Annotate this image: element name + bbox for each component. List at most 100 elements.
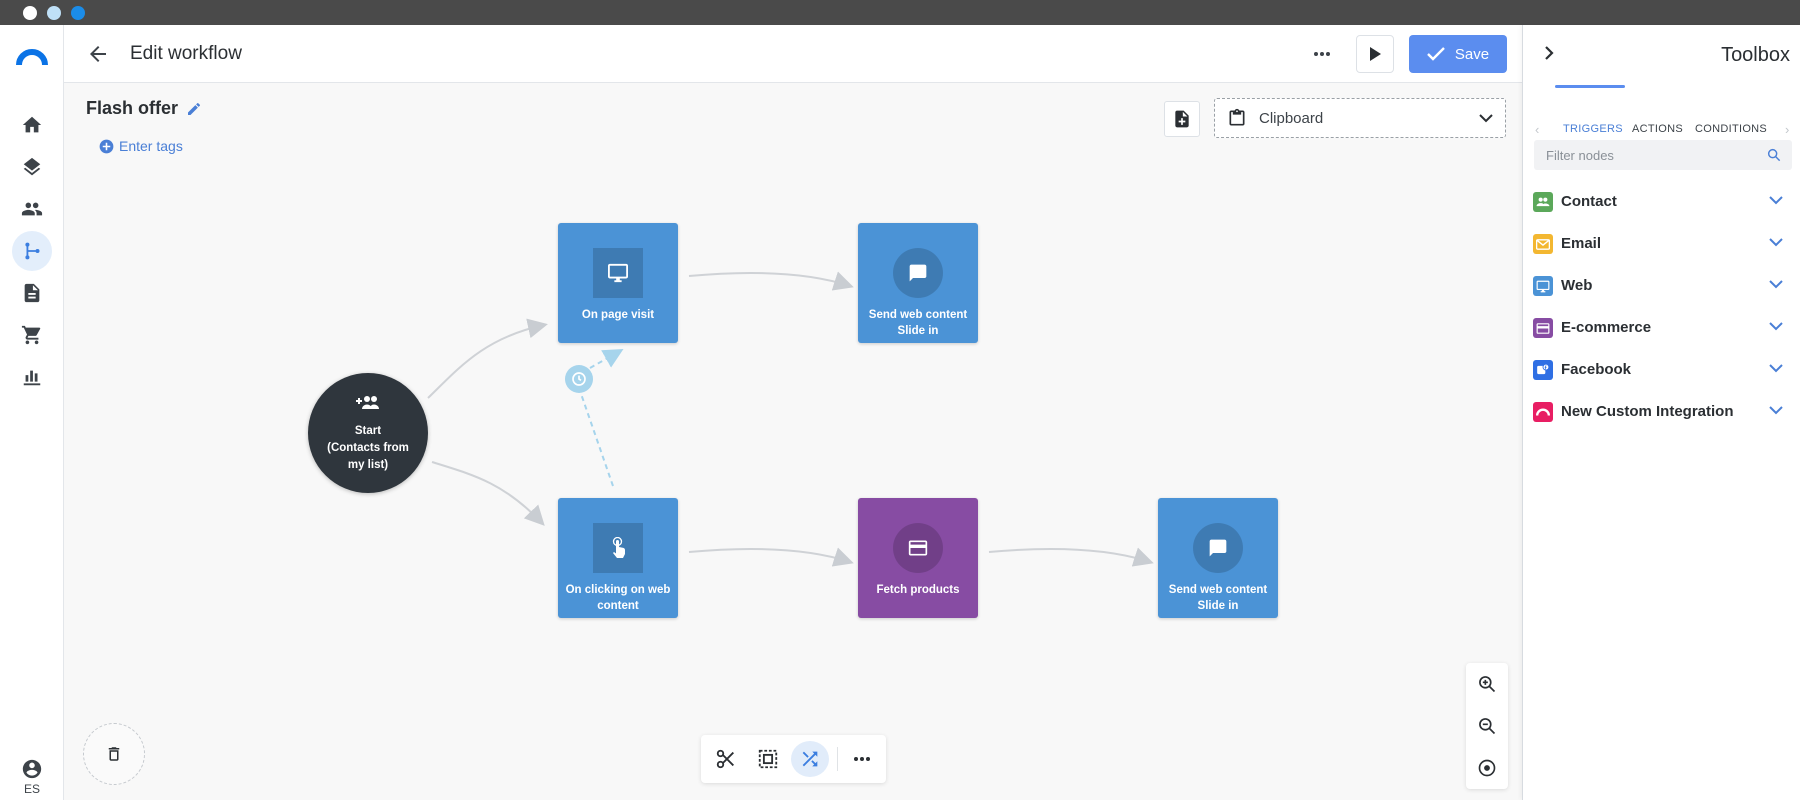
- connector-click-to-fetch: [688, 547, 854, 567]
- top-header: Edit workflow Save: [64, 25, 1522, 83]
- chevron-down-icon: [1769, 406, 1783, 415]
- web-icon: [1533, 276, 1553, 296]
- delay-timer[interactable]: [565, 365, 593, 393]
- category-label: E-commerce: [1561, 319, 1652, 336]
- center-view-button[interactable]: [1466, 747, 1508, 789]
- node-label: Send web content: [868, 309, 968, 321]
- note-add-icon: [1175, 110, 1189, 128]
- category-ecommerce[interactable]: E-commerce: [1523, 307, 1800, 349]
- nav-documents[interactable]: [12, 273, 52, 313]
- workflow-canvas[interactable]: Flash offer Enter tags Clipboard Start (…: [64, 83, 1522, 800]
- app-logo[interactable]: [16, 43, 48, 75]
- home-icon: [22, 116, 42, 133]
- enter-tags-link[interactable]: Enter tags: [99, 138, 183, 154]
- filter-nodes-input[interactable]: [1534, 140, 1754, 170]
- clipboard-dropdown[interactable]: Clipboard: [1214, 98, 1506, 138]
- layers-icon: [23, 157, 41, 176]
- node-on-page-visit[interactable]: On page visit: [558, 223, 678, 343]
- window-titlebar: [0, 0, 1800, 25]
- category-web[interactable]: Web: [1523, 265, 1800, 307]
- nav-reports[interactable]: [12, 357, 52, 397]
- node-icon-box: [593, 523, 643, 573]
- people-icon: [21, 202, 43, 216]
- category-facebook[interactable]: Facebook: [1523, 349, 1800, 391]
- nav-account[interactable]: [12, 749, 52, 789]
- zoom-in-button[interactable]: [1466, 663, 1508, 705]
- tab-triggers[interactable]: TRIGGERS: [1563, 123, 1623, 135]
- workflow-name: Flash offer: [86, 98, 202, 119]
- delete-dropzone[interactable]: [83, 723, 145, 785]
- collapse-panel-button[interactable]: [1537, 41, 1561, 65]
- node-on-clicking-web-content[interactable]: On clicking on web content: [558, 498, 678, 618]
- touch-icon: [612, 537, 625, 558]
- nav-home[interactable]: [12, 105, 52, 145]
- back-button[interactable]: [86, 42, 110, 66]
- active-tab-indicator: [1555, 85, 1625, 88]
- select-all-icon: [758, 749, 778, 769]
- node-send-web-content-2[interactable]: Send web content Slide in: [1158, 498, 1278, 618]
- node-icon-circle: [893, 248, 943, 298]
- search-icon[interactable]: [1766, 147, 1782, 163]
- tabs-scroll-right[interactable]: ›: [1785, 122, 1790, 137]
- page-title: Edit workflow: [130, 43, 242, 64]
- select-tool[interactable]: [749, 741, 787, 777]
- chevron-down-icon: [1769, 280, 1783, 289]
- more-options-button[interactable]: [1308, 41, 1336, 67]
- nav-contacts[interactable]: [12, 189, 52, 229]
- zoom-in-icon: [1479, 676, 1496, 693]
- nav-workflows[interactable]: [12, 231, 52, 271]
- nav-layers[interactable]: [12, 147, 52, 187]
- left-nav: ES: [0, 25, 64, 800]
- filter-nodes-field: [1534, 140, 1792, 170]
- language-label[interactable]: ES: [23, 782, 40, 796]
- zoom-out-button[interactable]: [1466, 705, 1508, 747]
- category-label: Facebook: [1561, 361, 1632, 378]
- toolbox-panel: Toolbox ‹ TRIGGERS ACTIONS CONDITIONS › …: [1522, 25, 1800, 800]
- tab-actions[interactable]: ACTIONS: [1632, 123, 1683, 135]
- bar-chart-icon: [23, 370, 41, 386]
- credit-card-icon: [908, 540, 928, 556]
- message-icon: [909, 264, 927, 282]
- start-node[interactable]: Start (Contacts from my list): [308, 373, 428, 493]
- contact-icon: [1533, 192, 1553, 212]
- connector-timer-to-page-visit: [589, 349, 624, 369]
- node-icon-box: [593, 248, 643, 298]
- run-workflow-button[interactable]: [1356, 35, 1394, 73]
- connections-layer: [427, 271, 1154, 567]
- node-label: On page visit: [581, 309, 655, 321]
- category-new-custom-integration[interactable]: New Custom Integration: [1523, 391, 1800, 433]
- window-minimize-dot[interactable]: [47, 6, 61, 20]
- category-email[interactable]: Email: [1523, 223, 1800, 265]
- category-label: Email: [1561, 235, 1602, 252]
- node-send-web-content-1[interactable]: Send web content Slide in: [858, 223, 978, 343]
- window-close-dot[interactable]: [23, 6, 37, 20]
- integration-icon: [1533, 402, 1553, 422]
- tab-conditions[interactable]: CONDITIONS: [1695, 123, 1768, 135]
- node-label: Send web content: [1168, 584, 1268, 596]
- add-note-button[interactable]: [1164, 101, 1200, 137]
- email-icon: [1533, 234, 1553, 254]
- category-contact[interactable]: Contact: [1523, 181, 1800, 223]
- play-icon: [1370, 47, 1381, 61]
- pencil-icon[interactable]: [186, 101, 202, 117]
- chevron-down-icon: [1769, 322, 1783, 331]
- more-tools-button[interactable]: [843, 741, 881, 777]
- node-label: Fetch products: [876, 584, 960, 596]
- chevron-down-icon: [1769, 196, 1783, 205]
- target-icon: [1478, 759, 1496, 777]
- workflow-name-text: Flash offer: [86, 98, 179, 118]
- toolbar-divider: [837, 747, 838, 771]
- toolbox-title: Toolbox: [1721, 44, 1790, 66]
- save-button[interactable]: Save: [1409, 35, 1507, 73]
- zoom-out-icon: [1479, 718, 1496, 735]
- auto-layout-tool[interactable]: [791, 741, 829, 777]
- window-maximize-dot[interactable]: [71, 6, 85, 20]
- nav-shop[interactable]: [12, 315, 52, 355]
- more-horizontal-icon: [1314, 52, 1330, 56]
- node-fetch-products[interactable]: Fetch products: [858, 498, 978, 618]
- arrow-left-icon: [90, 46, 106, 62]
- save-button-label: Save: [1454, 45, 1490, 63]
- tabs-scroll-left[interactable]: ‹: [1535, 122, 1540, 137]
- cut-tool[interactable]: [707, 741, 745, 777]
- connector-page-visit-to-send: [688, 271, 854, 291]
